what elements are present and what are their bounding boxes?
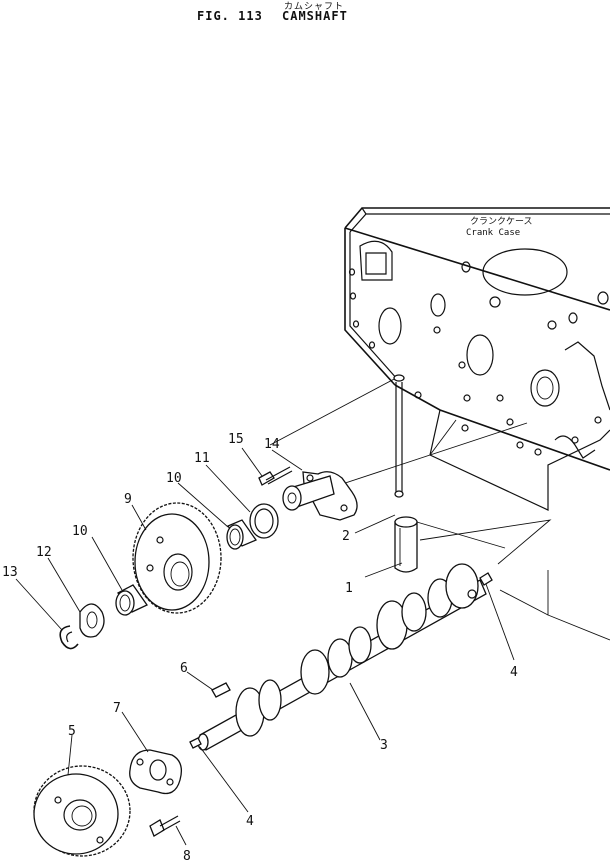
callout-11: 11 bbox=[194, 451, 210, 466]
thrust-plate bbox=[129, 749, 183, 795]
callout-15: 15 bbox=[228, 432, 244, 447]
assembly-lines bbox=[269, 376, 552, 565]
callout-numbers: 1 2 3 4 4 5 6 7 8 9 10 10 11 12 13 14 15 bbox=[2, 432, 518, 864]
leader-lines bbox=[15, 447, 515, 846]
callout-6: 6 bbox=[180, 661, 188, 676]
key-pin bbox=[211, 682, 231, 698]
callout-9: 9 bbox=[124, 492, 132, 507]
bushing-lower bbox=[115, 584, 148, 616]
figure-number: FIG. 113 bbox=[197, 9, 263, 23]
callout-4-upper: 4 bbox=[510, 665, 518, 680]
callout-4-lower: 4 bbox=[246, 814, 254, 829]
push-rod bbox=[393, 374, 405, 498]
callout-14: 14 bbox=[264, 437, 280, 452]
thrust-washer bbox=[249, 503, 279, 539]
bushing-upper bbox=[226, 519, 257, 550]
callout-12: 12 bbox=[36, 545, 52, 560]
cam-gear bbox=[132, 502, 222, 614]
figure-title-japanese: カムシャフト bbox=[284, 2, 345, 12]
plug-lower bbox=[189, 737, 202, 749]
idler-gear bbox=[33, 765, 131, 857]
callout-10-upper: 10 bbox=[166, 471, 182, 486]
callout-3: 3 bbox=[380, 738, 388, 753]
bolt-8 bbox=[149, 815, 181, 837]
crankcase-label: Crank Case bbox=[466, 228, 520, 238]
snap-ring bbox=[59, 625, 79, 650]
crankcase-label-japanese: クランクケース bbox=[470, 216, 533, 227]
camshaft-support bbox=[282, 471, 358, 521]
callout-5: 5 bbox=[68, 724, 76, 739]
tappet bbox=[394, 516, 418, 573]
callout-7: 7 bbox=[113, 701, 121, 716]
figure-title: CAMSHAFT bbox=[282, 9, 348, 23]
shim bbox=[79, 603, 105, 638]
callout-13: 13 bbox=[2, 565, 18, 580]
callout-10-lower: 10 bbox=[72, 524, 88, 539]
plug-upper bbox=[479, 572, 493, 586]
callout-8: 8 bbox=[183, 849, 191, 864]
crank-case: クランクケース Crank Case bbox=[344, 207, 610, 641]
callout-1: 1 bbox=[345, 581, 353, 596]
bolt-15 bbox=[258, 466, 293, 486]
callout-2: 2 bbox=[342, 529, 350, 544]
camshaft bbox=[197, 563, 487, 751]
